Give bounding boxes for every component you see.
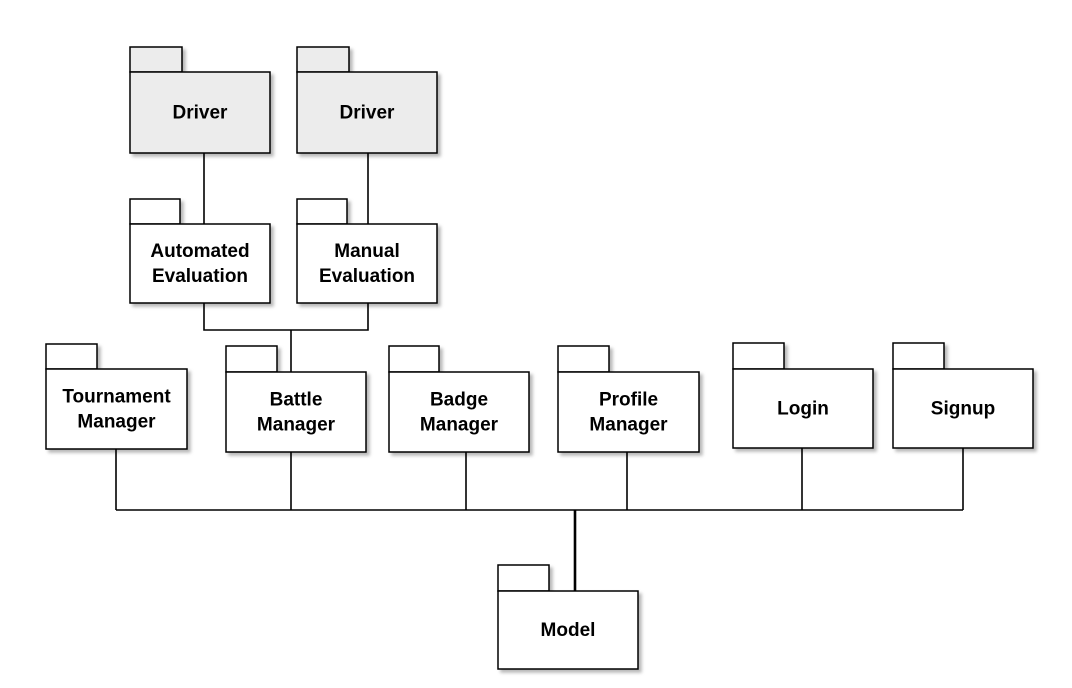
package-body [557, 371, 700, 453]
package-driver-2: Driver [296, 46, 438, 154]
package-label: Manual [334, 241, 399, 262]
package-label: Model [541, 620, 596, 641]
package-model: Model [497, 564, 639, 670]
package-tab [892, 342, 945, 370]
package-label: Driver [340, 103, 396, 124]
package-tab [225, 345, 278, 373]
package-label: Badge [430, 390, 488, 411]
package-label: Tournament [62, 387, 171, 408]
package-label: Battle [270, 390, 323, 411]
connectors [115, 153, 964, 591]
package-driver-1: Driver [129, 46, 271, 154]
package-body [296, 71, 438, 154]
package-tab [129, 198, 181, 225]
connector-evaluations-battle [203, 303, 369, 331]
package-body [892, 368, 1034, 449]
package-tab [296, 198, 348, 225]
package-label: Automated [150, 241, 249, 262]
package-body [129, 223, 271, 304]
package-login: Login [732, 342, 874, 449]
package-label: Manager [589, 415, 668, 436]
package-tab [129, 46, 183, 73]
package-label: Profile [599, 390, 658, 411]
package-tab [497, 564, 550, 592]
package-label: Login [777, 399, 829, 420]
package-tab [557, 345, 610, 373]
package-body [732, 368, 874, 449]
package-body [225, 371, 367, 453]
package-body [129, 71, 271, 154]
package-label: Evaluation [319, 266, 415, 287]
package-signup: Signup [892, 342, 1034, 449]
package-tab [45, 343, 98, 370]
package-body [45, 368, 188, 450]
package-label: Driver [173, 103, 229, 124]
package-body [497, 590, 639, 670]
package-body [388, 371, 530, 453]
package-label: Evaluation [152, 266, 248, 287]
package-label: Manager [420, 415, 499, 436]
package-tab [732, 342, 785, 370]
package-label: Signup [931, 399, 995, 420]
package-body [296, 223, 438, 304]
package-label: Manager [77, 412, 156, 433]
package-tab [296, 46, 350, 73]
package-label: Manager [257, 415, 336, 436]
package-tab [388, 345, 440, 373]
